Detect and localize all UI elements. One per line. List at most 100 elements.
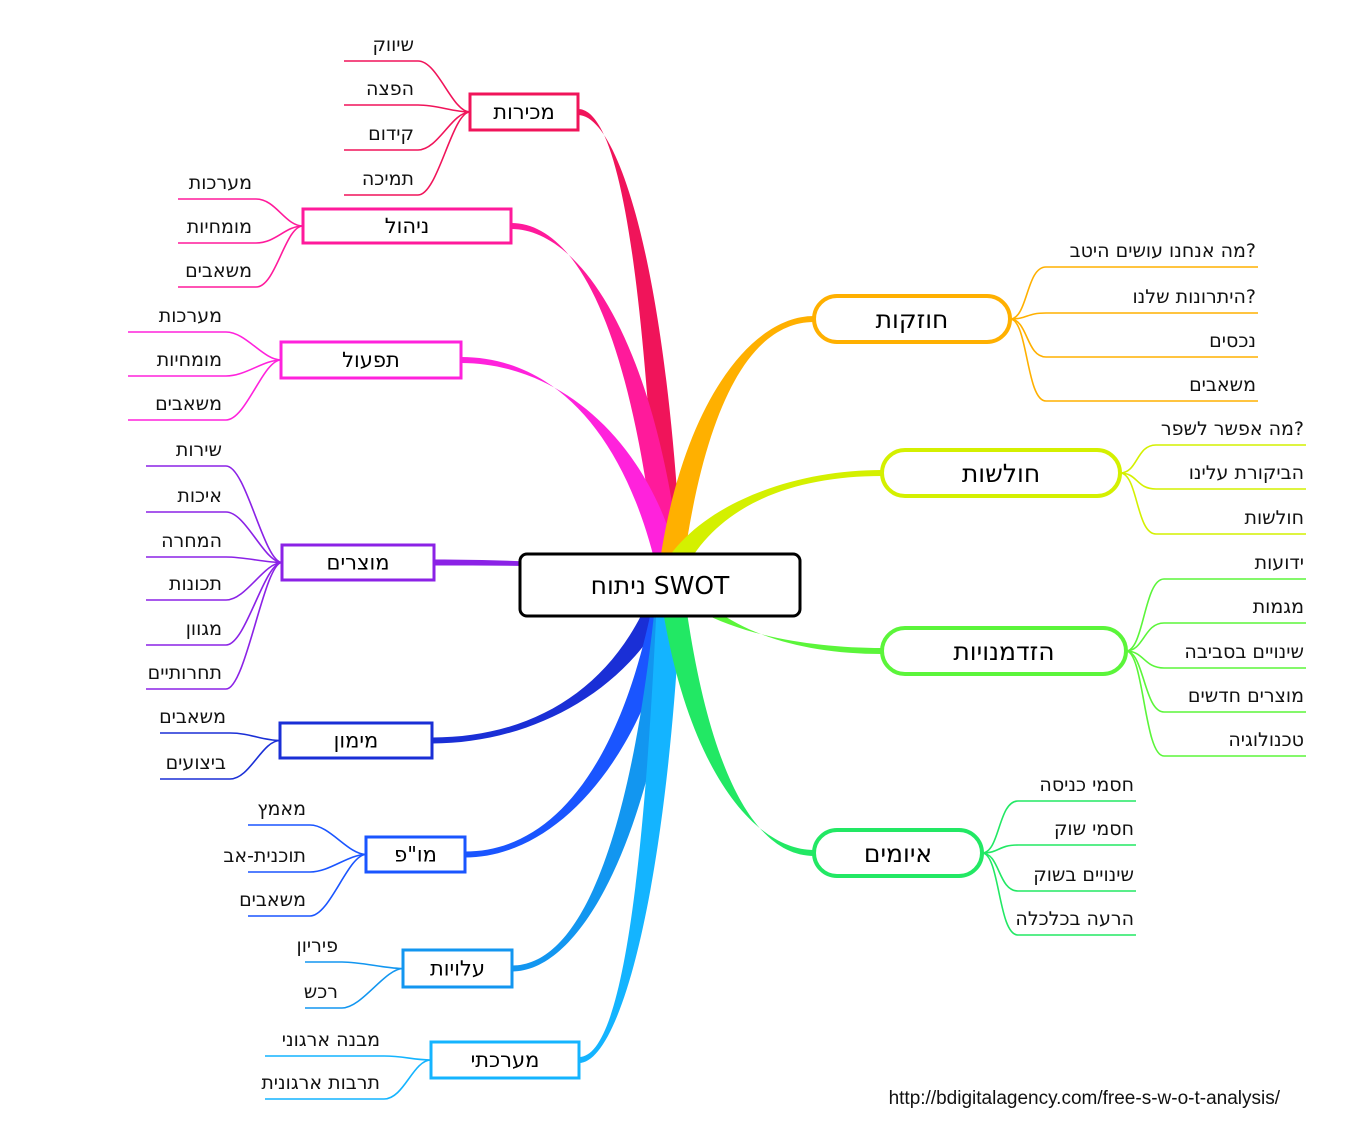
leaf-connector [981, 844, 1136, 854]
leaf-item[interactable]: המחרה [146, 530, 283, 564]
leaf-connector [128, 331, 282, 361]
leaf-connector [248, 824, 367, 856]
leaf-label: מומחיות [157, 349, 222, 371]
leaf-item[interactable]: משאבים [178, 225, 304, 288]
branch-node[interactable]: מו"פ [364, 835, 467, 874]
branch-label: מימון [334, 729, 379, 753]
leaf-item[interactable]: מה אנחנו עושים היטב? [1009, 240, 1258, 320]
leaf-connector [128, 359, 282, 421]
central-topic-label: ניתוח SWOT [591, 571, 730, 600]
leaf-connector [178, 198, 304, 227]
central-topic-node[interactable]: ניתוח SWOT [518, 552, 802, 618]
leaf-item[interactable]: תכונות [146, 561, 283, 601]
leaf-label: מה אנחנו עושים היטב? [1070, 240, 1256, 262]
leaf-connector [146, 561, 283, 690]
leaf-item[interactable]: טכנולוגיה [1125, 650, 1306, 757]
leaf-item[interactable]: חולשות [1119, 472, 1306, 535]
leaf-label: מה אפשר לשפר? [1161, 418, 1304, 440]
leaf-item[interactable]: שינויים בסביבה [1125, 641, 1306, 669]
stem-left-3 [434, 559, 682, 575]
leaf-connector [1119, 472, 1306, 535]
leaf-connector [344, 104, 471, 113]
leaf-label: הרעה בכלכלה [1015, 908, 1134, 930]
leaf-item[interactable]: ביצועים [160, 739, 281, 780]
leaf-item[interactable]: מגוון [146, 561, 283, 646]
branch-node[interactable]: מערכתי [429, 1040, 581, 1080]
leaf-item[interactable]: רכש [304, 967, 404, 1009]
leaf-item[interactable]: מה אפשר לשפר? [1119, 418, 1306, 474]
leaf-item[interactable]: שינויים בשוק [981, 852, 1136, 892]
leaf-connector [1009, 318, 1258, 358]
leaf-item[interactable]: היתרונות שלנו? [1009, 286, 1258, 320]
branch-label: מוצרים [327, 551, 390, 575]
leaf-connector [146, 561, 283, 646]
leaf-connector [178, 225, 304, 244]
leaf-item[interactable]: מערכות [178, 172, 304, 227]
leaf-connector [146, 556, 283, 564]
branch-right-0: חוזקות מה אנחנו עושים היטב? היתרונות שלנו?… [812, 240, 1258, 402]
branch-node[interactable]: ניהול [301, 207, 513, 245]
branch-label: תפעול [342, 348, 400, 372]
leaf-connector [1009, 318, 1258, 402]
leaf-label: חסמי שוק [1054, 818, 1134, 840]
leaf-item[interactable]: משאבים [128, 359, 282, 421]
branch-node[interactable]: חולשות [880, 448, 1122, 498]
leaf-item[interactable]: שיווק [344, 34, 471, 113]
leaf-item[interactable]: תחרותיים [146, 561, 283, 690]
branch-node[interactable]: מימון [278, 721, 434, 760]
leaf-label: משאבים [155, 393, 222, 415]
leaf-item[interactable]: מגמות [1125, 596, 1306, 652]
leaf-item[interactable]: נכסים [1009, 318, 1258, 358]
leaf-label: חולשות [1244, 507, 1304, 529]
leaf-label: רכש [304, 981, 338, 1003]
leaf-item[interactable]: מומחיות [178, 216, 304, 244]
leaf-item[interactable]: שירות [146, 439, 283, 564]
leaf-label: שינויים בסביבה [1184, 641, 1304, 663]
leaf-item[interactable]: חסמי שוק [981, 818, 1136, 854]
branch-label: מערכתי [471, 1048, 540, 1072]
leaf-connector [265, 1055, 432, 1061]
leaf-item[interactable]: משאבים [1009, 318, 1258, 402]
leaf-item[interactable]: הרעה בכלכלה [981, 852, 1136, 936]
leaf-connector [981, 800, 1136, 854]
leaf-item[interactable]: משאבים [239, 853, 367, 917]
leaf-item[interactable]: מאמץ [248, 798, 367, 856]
branch-node[interactable]: עלויות [401, 948, 514, 989]
leaf-item[interactable]: מומחיות [128, 349, 282, 377]
leaf-item[interactable]: מוצרים חדשים [1125, 650, 1306, 713]
branch-node[interactable]: מכירות [468, 92, 580, 132]
branch-node[interactable]: הזדמנויות [880, 626, 1128, 676]
leaf-item[interactable]: חסמי כניסה [981, 774, 1136, 854]
leaf-item[interactable]: הביקורת עלינו [1119, 462, 1306, 490]
leaf-connector [305, 967, 404, 1009]
leaf-item[interactable]: איכות [146, 485, 283, 564]
leaf-item[interactable]: משאבים [159, 706, 281, 742]
branch-node[interactable]: תפעול [279, 340, 463, 380]
branch-node[interactable]: חוזקות [812, 294, 1012, 344]
leaf-label: שיווק [372, 34, 414, 56]
branch-label: חוזקות [876, 305, 949, 334]
leaf-item[interactable]: תוכנית-אב [223, 845, 367, 873]
leaf-connector [146, 511, 283, 564]
leaf-item[interactable]: קידום [344, 111, 471, 151]
leaf-item[interactable]: מבנה ארגוני [265, 1029, 432, 1061]
leaf-item[interactable]: מערכות [128, 305, 282, 361]
leaf-item[interactable]: פיריון [297, 935, 404, 970]
leaf-item[interactable]: תרבות ארגונית [261, 1059, 432, 1100]
branch-node[interactable]: איומים [812, 828, 984, 878]
leaf-connector [1009, 312, 1258, 320]
leaf-item[interactable]: הפצה [344, 78, 471, 113]
branch-node[interactable]: מוצרים [280, 543, 436, 582]
leaf-label: מערכות [189, 172, 252, 194]
leaf-connector [128, 359, 282, 377]
leaf-item[interactable]: תמיכה [344, 111, 471, 196]
leaf-item[interactable]: ידועות [1125, 552, 1306, 652]
